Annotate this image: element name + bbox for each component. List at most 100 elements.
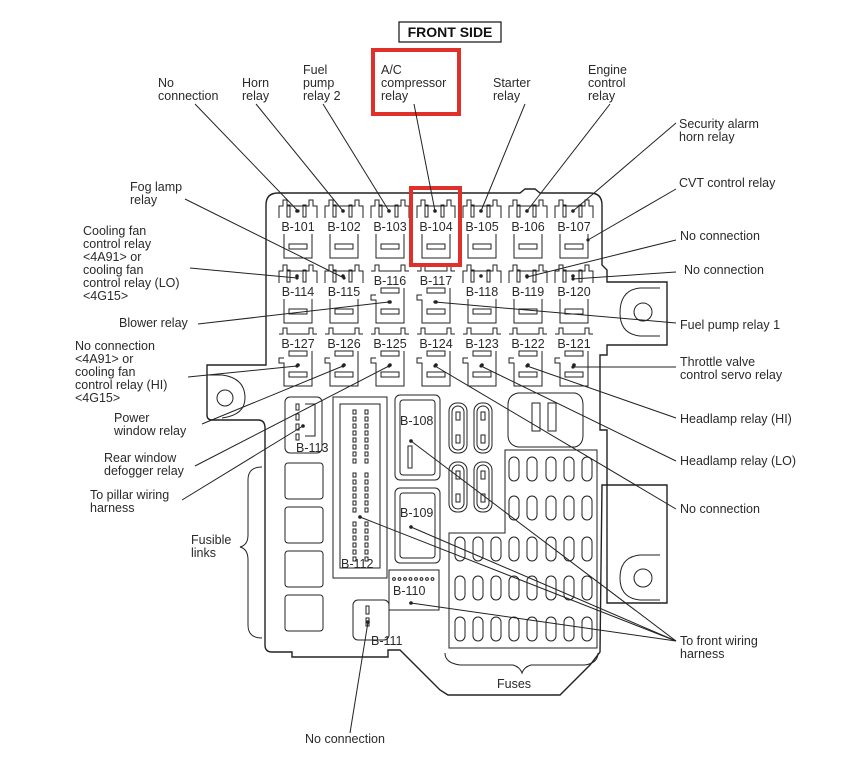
connector-pin — [352, 542, 357, 548]
label-line: <4A91> or — [83, 250, 141, 264]
relay-b-117: B-117 — [416, 264, 455, 324]
fuse-slot — [526, 495, 538, 521]
leader-line — [434, 301, 677, 324]
connector-b111: B-111 — [352, 599, 403, 648]
connector-pin — [364, 479, 369, 485]
b110-pins — [392, 577, 435, 581]
relay-b-119: B-119 — [508, 264, 548, 324]
fuse-slot — [545, 536, 557, 562]
connector-pin — [352, 409, 357, 415]
connector-b113: B-113 — [284, 396, 328, 455]
fuse-slot — [508, 456, 520, 482]
b108-label: B-108 — [400, 414, 433, 428]
label-headlamp-hi: Headlamp relay (HI) — [680, 412, 792, 426]
connector-pin — [364, 521, 369, 527]
leader-line — [587, 188, 677, 241]
label-line: Fuses — [497, 677, 531, 691]
connector-pin — [352, 444, 357, 450]
connector-pin — [352, 451, 357, 457]
relay-code-label: B-126 — [327, 337, 360, 351]
leader-line — [184, 198, 345, 279]
label-line: No — [158, 76, 174, 90]
connector-pin — [364, 409, 369, 415]
fuse-slot — [581, 536, 593, 562]
fuse-slot — [490, 536, 502, 562]
connector-pin — [364, 486, 369, 492]
fuse-slot — [454, 575, 466, 601]
mini-fuse — [448, 461, 468, 513]
label-line: Starter — [493, 76, 531, 90]
leader-line — [322, 103, 390, 212]
leader-line — [410, 602, 677, 642]
leader-line — [413, 103, 436, 212]
fusible-link — [284, 462, 324, 500]
connector-pin — [364, 437, 369, 443]
fuse-slot — [563, 536, 575, 562]
label-line: Security alarm — [679, 117, 759, 131]
fuse-slot — [526, 575, 538, 601]
connector-pin — [352, 507, 357, 513]
leader-line — [526, 239, 677, 278]
relay-b-124: B-124 — [416, 327, 455, 387]
fuse-slot — [563, 575, 575, 601]
relay-code-label: B-121 — [557, 337, 590, 351]
leader-dot — [387, 364, 391, 368]
label-line: control — [588, 76, 626, 90]
leader-dot — [341, 209, 345, 213]
leader-line — [526, 365, 677, 419]
leader-line — [572, 271, 677, 280]
leader-dot — [409, 525, 413, 529]
label-blower-relay: Blower relay — [119, 316, 189, 330]
connector-pin — [430, 577, 435, 581]
fuse-slot — [545, 616, 557, 642]
connector-pin — [352, 416, 357, 422]
relay-b-118: B-118 — [462, 264, 502, 324]
connector-pin — [364, 416, 369, 422]
leader-dot — [342, 276, 346, 280]
fuses-brace — [444, 652, 599, 675]
mini-fuses — [448, 402, 493, 513]
leader-line — [526, 103, 611, 212]
relay-b-123: B-123 — [462, 327, 501, 387]
leader-dot — [433, 209, 437, 213]
leader-line — [410, 440, 677, 642]
fusible-links-brace — [239, 466, 263, 639]
relay-b-103: B-103 — [370, 199, 410, 259]
leader-line — [201, 365, 344, 425]
label-line: harness — [680, 647, 724, 661]
connector-pin — [352, 430, 357, 436]
fuse-slot — [581, 456, 593, 482]
label-line: compressor — [381, 76, 446, 90]
connector-pin — [364, 458, 369, 464]
leader-dot — [525, 275, 529, 279]
label-line: No connection — [75, 339, 155, 353]
leader-line — [194, 103, 299, 212]
relay-b-121: B-121 — [554, 327, 593, 387]
label-headlamp-lo: Headlamp relay (LO) — [680, 454, 796, 468]
leader-dot — [479, 364, 483, 368]
leader-dot — [387, 209, 391, 213]
connector-pin — [364, 549, 369, 555]
title-text: FRONT SIDE — [408, 24, 493, 40]
relay-code-label: B-123 — [465, 337, 498, 351]
label-fuel-pump-relay-1: Fuel pump relay 1 — [680, 318, 780, 332]
label-fuses: Fuses — [497, 677, 531, 691]
fuse-slots — [454, 456, 593, 642]
label-line: control relay (LO) — [83, 276, 180, 290]
b110-label: B-110 — [393, 584, 425, 598]
leader-line — [349, 621, 369, 734]
label-line: window relay — [113, 424, 187, 438]
connector-pin — [352, 500, 357, 506]
leader-line — [359, 516, 677, 642]
connector-pin — [364, 528, 369, 534]
connector-pin — [364, 535, 369, 541]
fuse-slot — [526, 616, 538, 642]
label-no-connection-bottom: No connection — [305, 732, 385, 746]
relay-b-106: B-106 — [508, 199, 548, 259]
fuse-slot — [545, 456, 557, 482]
